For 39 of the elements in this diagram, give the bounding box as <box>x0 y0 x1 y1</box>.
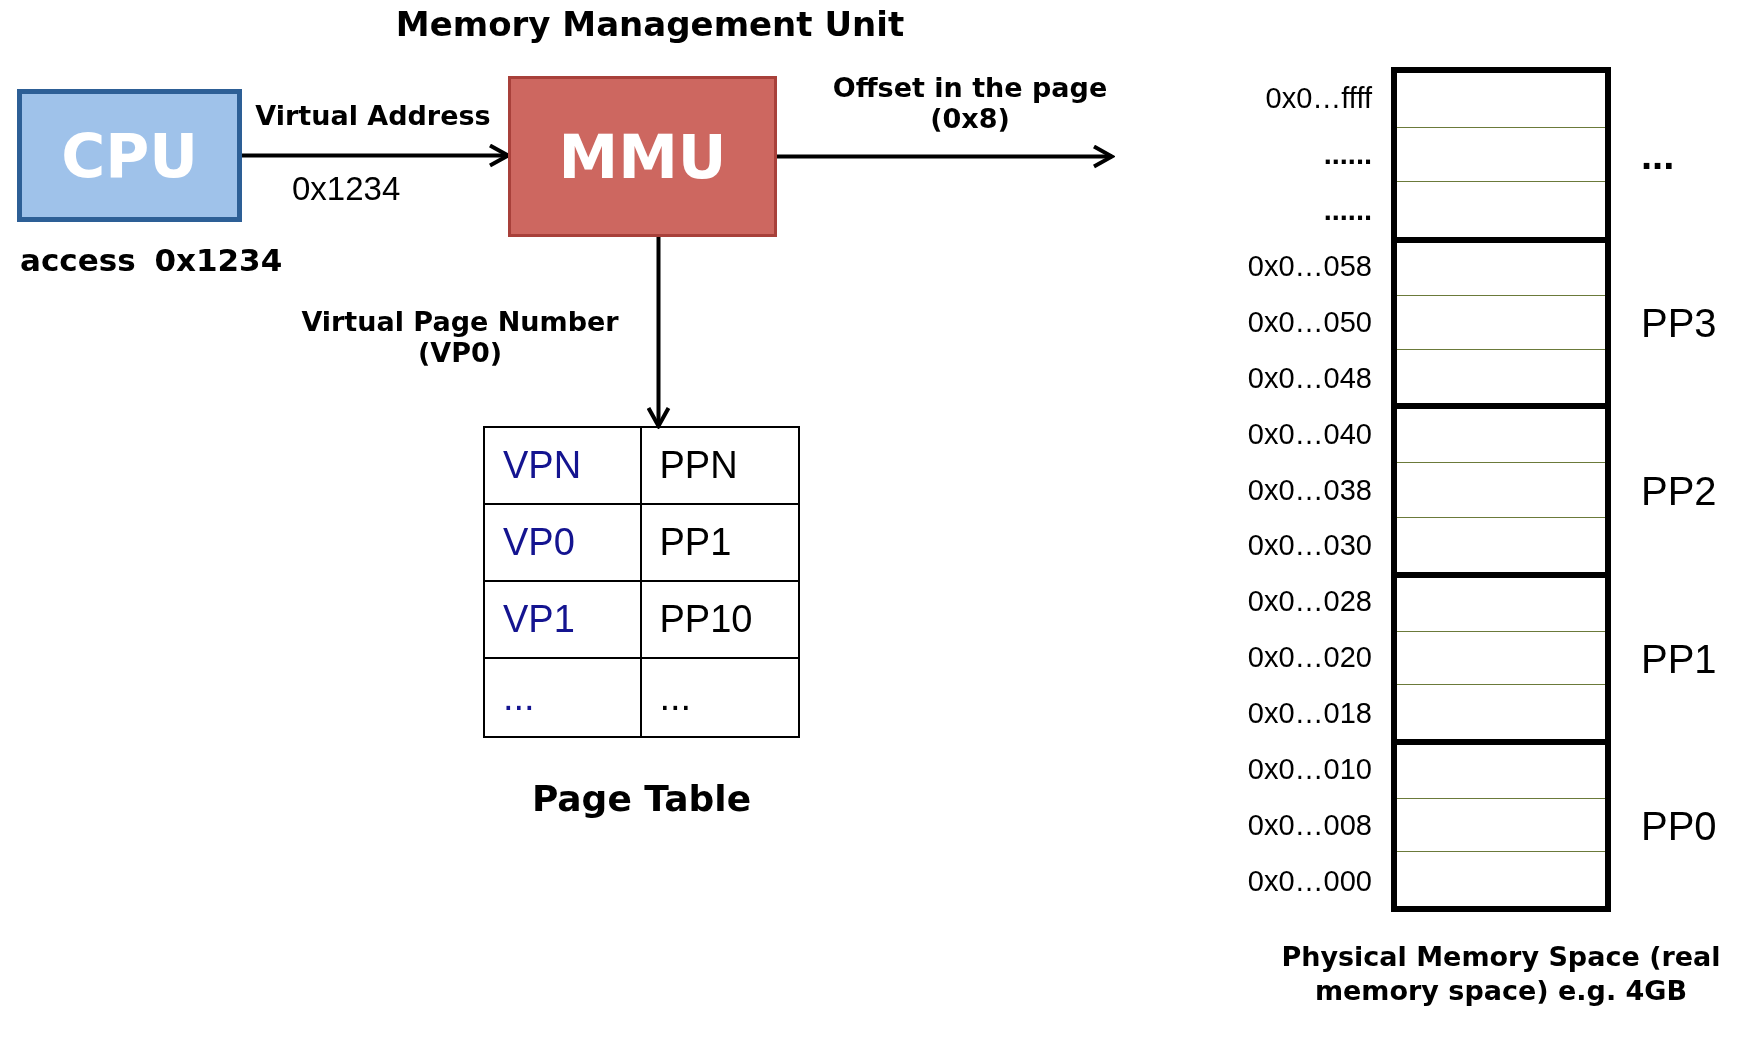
table-caption: Page Table <box>530 778 753 819</box>
address-label: 0x0…040 <box>1247 417 1372 451</box>
table-cell: VPN <box>485 428 642 505</box>
page-label: ... <box>1641 132 1675 178</box>
page-label: PP1 <box>1641 636 1717 681</box>
address-label: ...... <box>1323 137 1372 171</box>
address-label: 0x0…020 <box>1247 640 1372 674</box>
memory-caption: Physical Memory Space (real memory space) e.g. 4GB <box>1280 940 1722 1008</box>
address-label: 0x0…018 <box>1247 696 1372 730</box>
address-label: 0x0…000 <box>1247 864 1372 898</box>
mmu-box <box>508 76 777 237</box>
table-cell: PP1 <box>641 505 798 582</box>
table-cell: VP0 <box>485 505 642 582</box>
address-label: 0x0…050 <box>1247 305 1372 339</box>
table-cell: ... <box>485 659 642 736</box>
address-label: 0x0…058 <box>1247 249 1372 283</box>
address-label: 0x0…008 <box>1247 808 1372 842</box>
address-label: 0x0…030 <box>1247 528 1372 562</box>
address-label: ...... <box>1323 193 1372 227</box>
diagram-title: Memory Management Unit <box>394 4 906 44</box>
node-label: CPU <box>61 120 198 191</box>
table-cell: VP1 <box>485 582 642 659</box>
page-label: PP2 <box>1641 468 1717 513</box>
address-label: 0x0…048 <box>1247 361 1372 395</box>
address-value: 0x1234 <box>292 170 401 208</box>
table-cell: PP10 <box>641 582 798 659</box>
node-caption: access 0x1234 <box>20 242 283 278</box>
arrow <box>646 237 671 428</box>
address-label: 0x0…038 <box>1247 473 1372 506</box>
node-label: MMU <box>558 121 727 192</box>
address-label: 0x0…ffff <box>1265 81 1372 115</box>
address-label: 0x0…028 <box>1247 584 1372 618</box>
arrow <box>242 143 510 168</box>
table-cell-text: ... <box>658 675 693 720</box>
address-label: 0x0…010 <box>1247 752 1372 786</box>
arrow <box>777 144 1114 169</box>
page-label: PP0 <box>1641 803 1717 848</box>
table-cell: PPN <box>641 428 798 505</box>
page-label: PP3 <box>1641 300 1717 346</box>
